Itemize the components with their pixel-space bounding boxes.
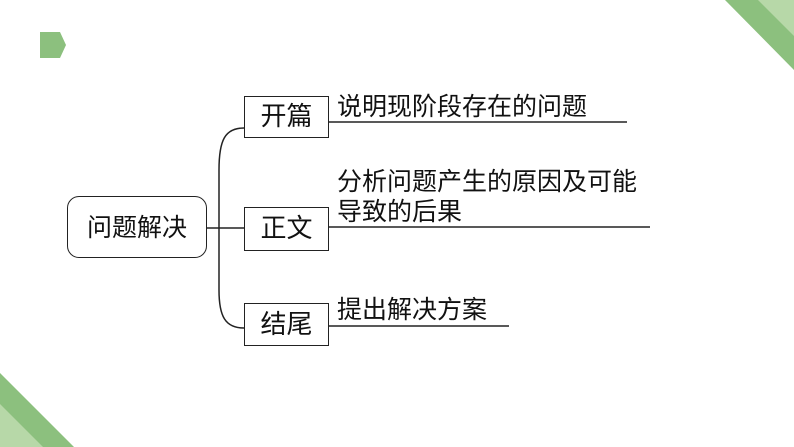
branch-label-opening: 开篇 — [260, 102, 313, 132]
branch-node-body: 正文 — [244, 207, 329, 251]
branch-text-body-line1: 分析问题产生的原因及可能 — [337, 167, 638, 196]
bottom-left-stripe-dark — [0, 373, 74, 447]
branch-text-ending: 提出解决方案 — [337, 295, 488, 324]
bottom-left-stripe-light — [0, 404, 43, 447]
branch-label-body: 正文 — [260, 214, 313, 244]
branch-node-ending: 结尾 — [244, 303, 329, 346]
branch-text-opening: 说明现阶段存在的问题 — [337, 92, 588, 121]
top-right-stripe-light — [758, 0, 794, 36]
branch-label-ending: 结尾 — [260, 309, 313, 340]
branch-text-body-line2: 导致的后果 — [337, 197, 463, 226]
root-node: 问题解决 — [67, 196, 207, 258]
corner-tab-icon — [40, 32, 66, 58]
top-right-stripe-dark — [725, 0, 794, 70]
branch-node-opening: 开篇 — [244, 96, 329, 138]
root-label: 问题解决 — [86, 212, 187, 242]
brace-top — [218, 127, 245, 228]
brace-bottom — [218, 228, 245, 329]
